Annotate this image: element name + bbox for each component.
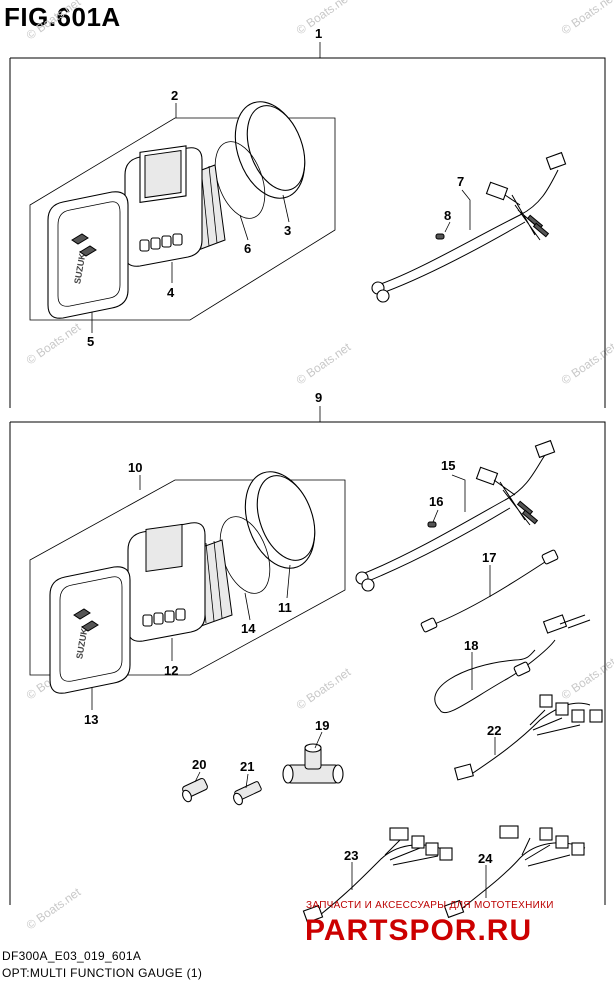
callout-4: 4 <box>167 285 175 300</box>
callout-8: 8 <box>444 208 451 223</box>
callout-11: 11 <box>278 600 292 615</box>
callout-19: 19 <box>315 718 329 733</box>
callout-10: 10 <box>128 460 142 475</box>
watermark: © Boats.net <box>294 665 354 713</box>
callout-2: 2 <box>171 88 178 103</box>
model-code: DF300A_E03_019_601A <box>2 949 142 963</box>
screen-glass <box>145 523 183 573</box>
callout-3: 3 <box>284 223 291 238</box>
callout-20: 20 <box>192 757 206 772</box>
screen-glass <box>144 149 182 199</box>
watermark: © Boats.net <box>294 0 354 37</box>
callout-7: 7 <box>457 174 464 189</box>
callout-23: 23 <box>344 848 358 863</box>
subassembly-box-10 <box>29 479 346 676</box>
branding-tagline: ЗАПЧАСТИ И АКСЕССУАРЫ ДЛЯ МОТОТЕХНИКИ <box>306 900 554 911</box>
wire-harness-15 <box>355 439 556 592</box>
wire-harness-7 <box>371 151 567 303</box>
watermark: © Boats.net <box>24 320 84 368</box>
callout-1: 1 <box>315 26 322 41</box>
partspor-branding: ЗАПЧАСТИ И АКСЕССУАРЫ ДЛЯ МОТОТЕХНИКИ PA… <box>305 900 554 947</box>
callout-16: 16 <box>429 494 443 509</box>
retaining-ring-inner <box>246 105 306 191</box>
watermark: © Boats.net <box>24 0 84 42</box>
figure-caption: OPT:MULTI FUNCTION GAUGE (1) <box>2 966 203 980</box>
callout-13: 13 <box>84 712 98 727</box>
callout-24: 24 <box>478 851 493 866</box>
callout-12: 12 <box>164 663 178 678</box>
callout-17: 17 <box>482 550 496 565</box>
suzuki-s-mark <box>71 233 97 257</box>
branding-site: PARTSPOR.RU <box>305 914 532 947</box>
gauge-group-upper: SUZUKI <box>47 101 306 319</box>
watermark: © Boats.net <box>559 340 614 388</box>
wire-harness-22 <box>454 694 603 781</box>
suzuki-s-mark <box>73 608 99 632</box>
watermark-layer: © Boats.net © Boats.net © Boats.net © Bo… <box>24 0 614 932</box>
wire-harness-23 <box>302 827 453 924</box>
gauge-buttons <box>142 608 186 627</box>
callout-22: 22 <box>487 723 501 738</box>
subassembly-box-2 <box>29 117 336 321</box>
callout-15: 15 <box>441 458 455 473</box>
callout-14: 14 <box>241 621 256 636</box>
watermark: © Boats.net <box>559 0 614 37</box>
callout-5: 5 <box>87 334 94 349</box>
callout-9: 9 <box>315 390 322 405</box>
figure-title: FIG.601A <box>4 2 121 32</box>
wire-harness-24 <box>443 825 586 919</box>
callout-18: 18 <box>464 638 478 653</box>
terminator-20 <box>182 777 208 803</box>
cable-18 <box>434 614 591 714</box>
watermark: © Boats.net <box>24 885 84 933</box>
watermark: © Boats.net <box>559 655 614 703</box>
terminator-21 <box>233 781 262 806</box>
t-connector-19 <box>282 743 344 784</box>
leader-lines <box>91 103 496 898</box>
o-ring <box>214 141 266 219</box>
callout-labels: 1 2 3 4 5 6 7 8 9 10 11 12 13 14 15 16 1… <box>84 26 501 866</box>
assembly-frame-9 <box>10 421 606 905</box>
gauge-group-lower: SUZUKI <box>49 471 316 694</box>
callout-6: 6 <box>244 241 251 256</box>
callout-21: 21 <box>240 759 254 774</box>
watermark: © Boats.net <box>294 340 354 388</box>
gauge-buttons <box>139 233 183 252</box>
assembly-frame-1 <box>10 57 606 408</box>
